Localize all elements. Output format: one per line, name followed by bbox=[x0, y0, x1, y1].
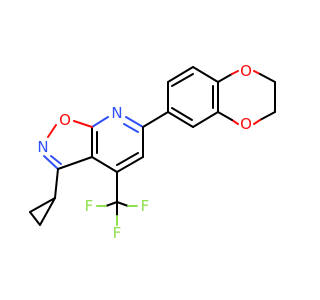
bond bbox=[125, 116, 144, 128]
benzodioxane-group bbox=[167, 66, 276, 128]
nitrogen-atom-isoxazole: N bbox=[37, 138, 48, 156]
nitrogen-atom-pyridine: N bbox=[111, 104, 122, 122]
bond bbox=[91, 116, 109, 128]
bond bbox=[54, 168, 59, 199]
oxygen-atom-isoxazole: O bbox=[59, 111, 71, 129]
oxygen-atom-dioxane-top: O bbox=[240, 62, 252, 80]
trifluoromethyl-group bbox=[96, 171, 138, 226]
bond bbox=[91, 156, 118, 173]
bond bbox=[171, 73, 194, 87]
bond bbox=[39, 197, 56, 226]
cyclopropyl-group bbox=[29, 168, 59, 226]
bond bbox=[57, 156, 93, 170]
bond bbox=[29, 211, 41, 226]
isoxazole-ring bbox=[43, 120, 93, 170]
bond bbox=[116, 201, 129, 207]
bond bbox=[116, 152, 139, 166]
oxygen-atom-dioxane-bottom: O bbox=[240, 115, 252, 133]
bond bbox=[123, 123, 139, 133]
fluorine-atom-right: F bbox=[141, 197, 150, 215]
bond bbox=[50, 155, 62, 165]
bond bbox=[105, 201, 118, 207]
atom-labels: N O N O O F F F bbox=[37, 62, 252, 242]
bond bbox=[217, 111, 233, 121]
pyridine-ring bbox=[91, 116, 144, 173]
bond bbox=[142, 111, 169, 128]
bond bbox=[253, 119, 261, 125]
bond bbox=[192, 111, 219, 128]
bond bbox=[259, 73, 276, 83]
bond bbox=[253, 70, 261, 75]
bond bbox=[73, 120, 93, 128]
bond bbox=[167, 111, 194, 128]
bond bbox=[29, 197, 56, 213]
bond bbox=[231, 119, 239, 125]
bond bbox=[167, 66, 194, 83]
molecule-structure-diagram: N O N O O F F F bbox=[29, 62, 276, 242]
bond bbox=[116, 156, 144, 173]
bond bbox=[259, 111, 276, 121]
bond bbox=[47, 124, 57, 138]
bond bbox=[192, 66, 219, 83]
bond bbox=[43, 155, 59, 170]
bond bbox=[231, 70, 239, 75]
fluorine-atom-bottom: F bbox=[113, 224, 122, 242]
bond bbox=[171, 107, 193, 121]
fluorine-atom-left: F bbox=[85, 197, 94, 215]
bond bbox=[217, 73, 233, 83]
